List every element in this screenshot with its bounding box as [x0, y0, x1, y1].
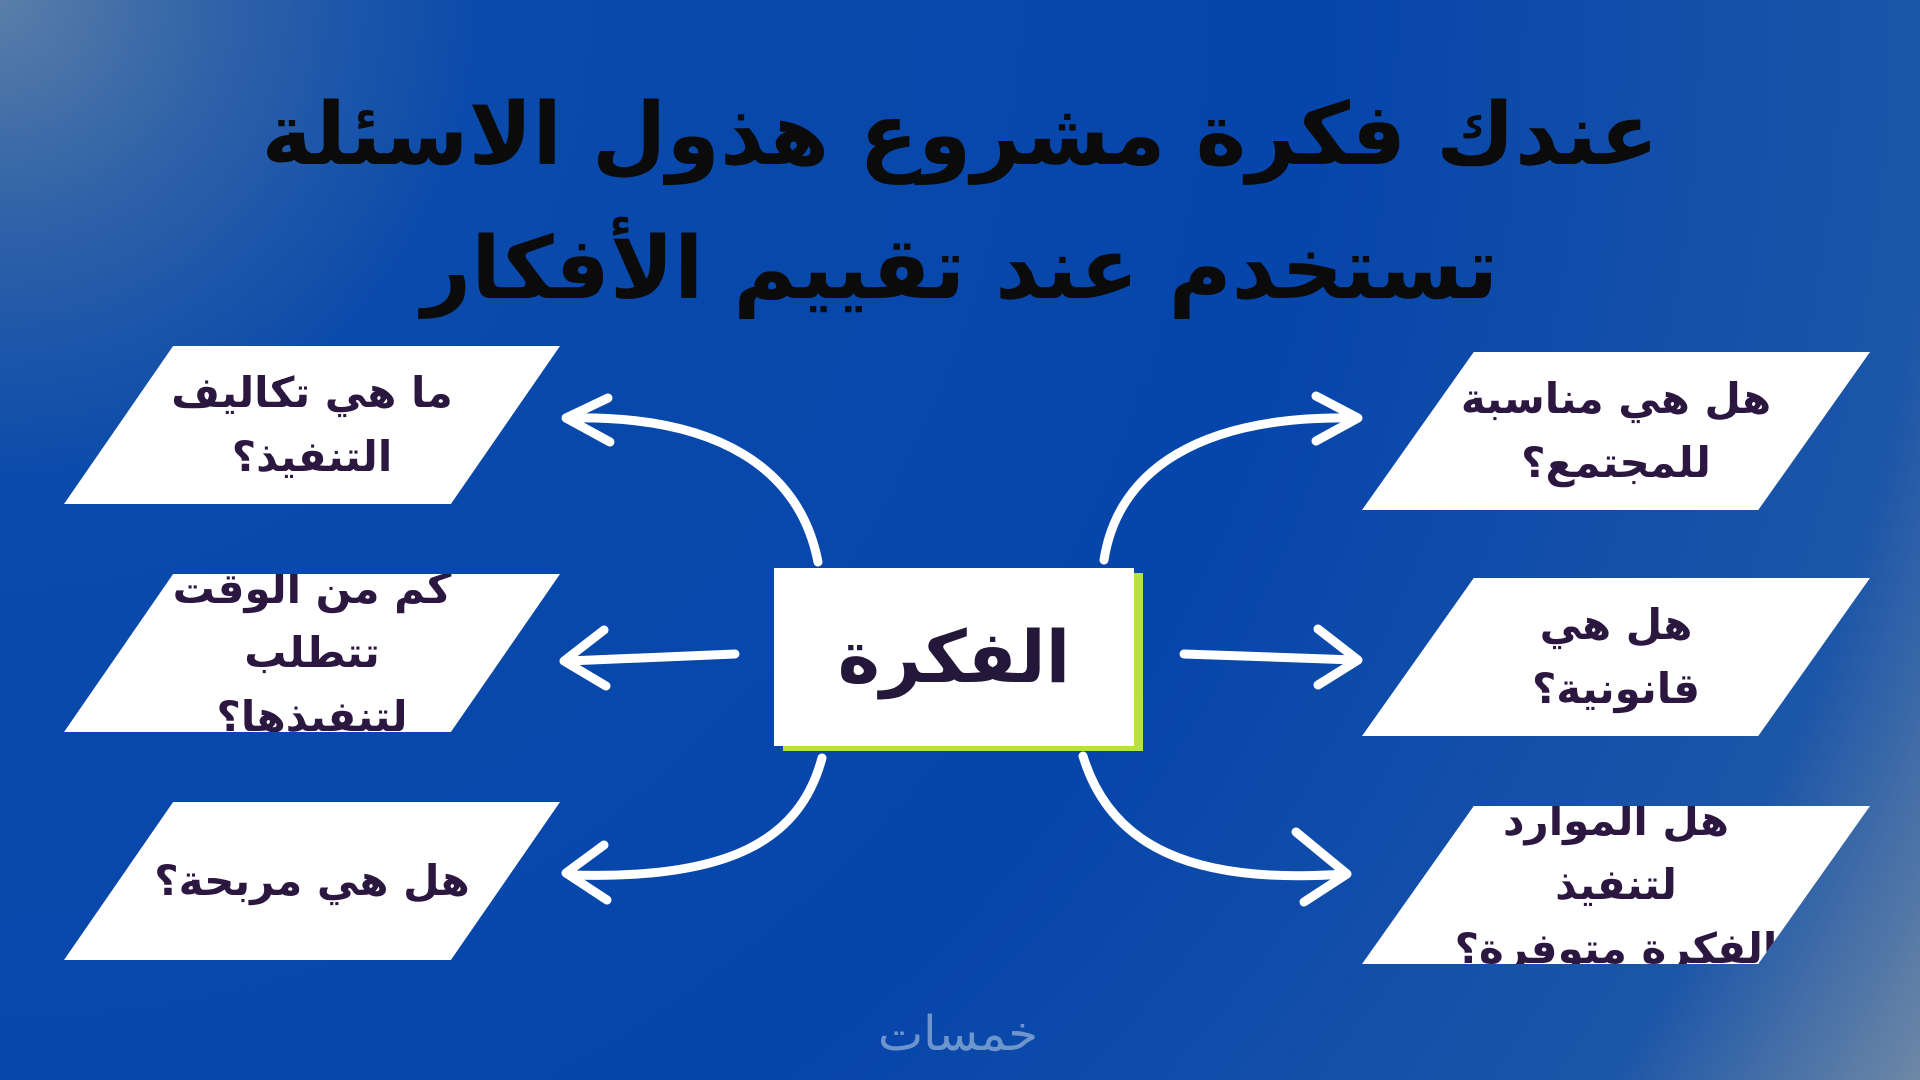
center-idea-box: الفكرة	[774, 568, 1134, 746]
arrow-top-right	[1099, 413, 1360, 565]
question-resources-text: هل الموارد لتنفيذ الفكرة متوفرة؟	[1362, 796, 1870, 973]
title-line-2: تستخدم عند تقييم الأفكار	[421, 219, 1499, 319]
watermark-logo: خمسات	[838, 1006, 1078, 1066]
question-legal-line-1: هل هي قانونية؟	[1531, 600, 1701, 713]
center-idea-label: الفكرة	[837, 615, 1071, 699]
question-costs-text: ما هي تكاليف التنفيذ؟	[81, 361, 543, 489]
question-community-text: هل هي مناسبة للمجتمع؟	[1371, 367, 1861, 495]
question-resources-line-2: الفكرة متوفرة؟	[1454, 924, 1778, 973]
question-community-line-2: للمجتمع؟	[1521, 438, 1711, 487]
arrowhead-middle-right	[1313, 624, 1363, 690]
arrowhead-top-left	[561, 393, 615, 447]
watermark-text: خمسات	[877, 1006, 1039, 1062]
arrow-bottom-right	[1078, 751, 1350, 881]
question-costs-line-1: ما هي تكاليف	[171, 368, 453, 417]
arrowhead-bottom-left	[561, 840, 612, 905]
question-profitable-text: هل هي مربحة؟	[64, 849, 559, 913]
title-line-1: عندك فكرة مشروع هذول الاسئلة	[261, 85, 1659, 185]
arrow-top-left	[565, 413, 823, 567]
question-profitable-line-1: هل هي مربحة؟	[154, 856, 470, 905]
arrowhead-top-right	[1311, 391, 1363, 446]
question-time-text: كم من الوقت تتطلب لتنفيذها؟	[64, 564, 560, 741]
question-legal-text: هل هي قانونية؟	[1362, 593, 1870, 721]
question-costs-line-2: التنفيذ؟	[231, 432, 393, 481]
question-time-line-1: كم من الوقت	[172, 564, 452, 613]
arrowhead-middle-left	[559, 625, 611, 691]
arrow-middle-left	[563, 649, 740, 666]
question-time-line-2: تتطلب لتنفيذها؟	[216, 628, 408, 741]
arrow-middle-right	[1179, 649, 1360, 665]
arrowhead-bottom-right	[1291, 827, 1352, 907]
question-resources-line-1: هل الموارد لتنفيذ	[1502, 796, 1730, 909]
arrow-bottom-left	[565, 753, 827, 880]
question-community-line-1: هل هي مناسبة	[1460, 374, 1772, 423]
